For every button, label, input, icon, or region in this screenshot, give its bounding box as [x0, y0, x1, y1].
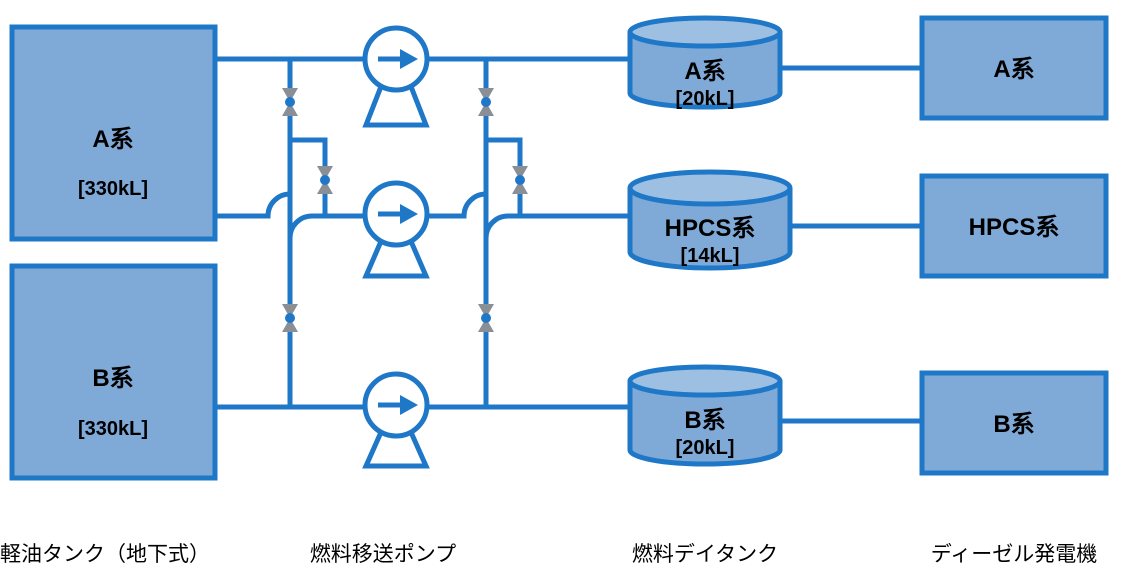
day-tank-a-name: A系 [684, 58, 725, 85]
day-tank-hpcs-capacity: [14kL] [681, 245, 740, 267]
generator-b: B系 [919, 370, 1109, 476]
storage-tank-a-capacity: [330kL] [78, 178, 148, 200]
day-tank-a: A系 [20kL] [627, 15, 783, 110]
pump-icon-hpcs [362, 180, 430, 279]
valves [282, 88, 528, 332]
valve-icon [478, 88, 494, 116]
pipe-branch-left [290, 137, 328, 216]
column-label-pump: 燃料移送ポンプ [310, 542, 456, 566]
valve-icon [317, 166, 333, 194]
valve-icon [478, 304, 494, 332]
pumps [362, 25, 430, 469]
pipe-branch-right [486, 137, 523, 216]
day-tank-hpcs: HPCS系 [14kL] [627, 169, 793, 271]
valve-icon [282, 304, 298, 332]
valve-icon [282, 88, 298, 116]
pump-icon-b [362, 371, 430, 469]
storage-tank-a-name: A系 [92, 126, 133, 153]
day-tank-b: B系 [20kL] [627, 364, 783, 467]
generator-b-name: B系 [993, 411, 1034, 438]
day-tank-b-capacity: [20kL] [676, 437, 735, 459]
storage-tank-b-capacity: [330kL] [78, 418, 148, 440]
generator-hpcs-name: HPCS系 [969, 214, 1060, 241]
valve-icon [512, 166, 528, 194]
column-label-generator: ディーゼル発電機 [931, 542, 1098, 566]
column-label-day-tank: 燃料デイタンク [632, 542, 778, 566]
generator-hpcs: HPCS系 [919, 173, 1109, 279]
generator-a: A系 [919, 15, 1109, 121]
day-tank-hpcs-name: HPCS系 [665, 215, 756, 242]
generator-a-name: A系 [993, 56, 1034, 83]
day-tank-b-name: B系 [684, 407, 725, 434]
storage-tank-a: A系 [330kL] [9, 24, 218, 242]
pipework [217, 56, 922, 424]
column-labels: 軽油タンク（地下式） 燃料移送ポンプ 燃料デイタンク ディーゼル発電機 [0, 542, 1097, 566]
day-tank-a-capacity: [20kL] [676, 88, 735, 110]
storage-tank-b-name: B系 [92, 365, 133, 392]
pump-icon-a [362, 25, 430, 128]
storage-tank-b: B系 [330kL] [9, 263, 218, 481]
column-label-storage: 軽油タンク（地下式） [0, 542, 210, 566]
